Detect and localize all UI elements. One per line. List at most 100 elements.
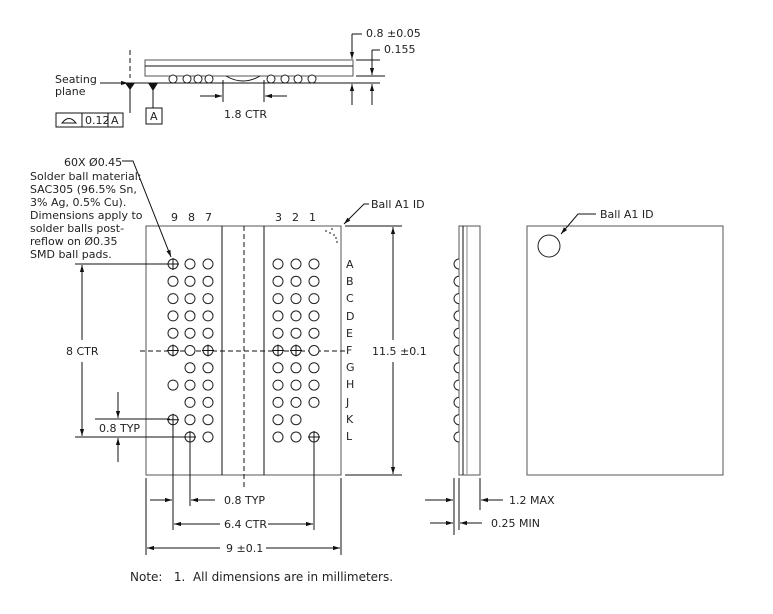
- bottom-a1-label: Ball A1 ID: [371, 198, 425, 211]
- solder-ball-a3: [272, 258, 284, 270]
- solder-ball-h3: [272, 379, 284, 391]
- end-view-ball: [453, 258, 460, 270]
- solder-ball-l3: [272, 431, 284, 443]
- ball-note-line-1: 60X Ø0.45: [64, 156, 122, 169]
- solder-ball-g3: [272, 362, 284, 374]
- ball-note-line-5: Dimensions apply to: [30, 209, 143, 222]
- row-label-j: J: [345, 396, 349, 409]
- end-view-ball: [453, 275, 460, 287]
- flatness-value: 0.12: [85, 114, 110, 127]
- column-label-3: 3: [275, 211, 282, 224]
- max-height-label: 1.2 MAX: [509, 494, 555, 507]
- row-label-d: D: [346, 310, 354, 323]
- width-label: 9 ±0.1: [226, 542, 263, 555]
- min-standoff-label: 0.25 MIN: [491, 517, 540, 530]
- solder-ball-h2: [290, 379, 302, 391]
- ctr-vertical-label: 8 CTR: [66, 345, 99, 358]
- solder-ball-e2: [290, 327, 302, 339]
- solder-ball-c3: [272, 293, 284, 305]
- solder-ball-g2: [290, 362, 302, 374]
- ctr-horizontal-label: 6.4 CTR: [224, 518, 267, 531]
- solder-ball-j2: [290, 396, 302, 408]
- end-view: 1.2 MAX 0.25 MIN: [425, 225, 555, 535]
- row-label-f: F: [346, 344, 352, 357]
- ball-crosshair-mark: [167, 344, 179, 357]
- row-label-a: A: [346, 258, 354, 271]
- solder-ball-j3: [272, 396, 284, 408]
- solder-ball-b3: [272, 275, 284, 287]
- solder-ball-k2: [290, 414, 302, 426]
- datum-triangle-icon: [148, 83, 158, 91]
- row-label-h: H: [346, 378, 354, 391]
- a1-indicator-dot: [537, 234, 561, 258]
- thickness-label: 0.8 ±0.05: [366, 27, 421, 40]
- top-view: Ball A1 ID: [526, 208, 724, 476]
- end-view-ball: [453, 345, 460, 356]
- end-package-body: [458, 225, 481, 476]
- end-view-ball: [453, 414, 460, 426]
- top-package-outline: [526, 225, 724, 476]
- row-label-g: G: [346, 361, 355, 374]
- solder-ball-k7: [202, 414, 214, 426]
- solder-ball-j8: [184, 396, 196, 408]
- solder-ball-a1: [308, 258, 320, 270]
- solder-ball-c9: [167, 293, 179, 305]
- column-label-9: 9: [171, 211, 178, 224]
- ball-note-line-4: 3% Ag, 0.5% Cu).: [30, 196, 126, 209]
- solder-ball-d3: [272, 310, 284, 322]
- solder-ball-e3: [272, 327, 284, 339]
- pitch-vertical-label: 0.8 TYP: [99, 422, 140, 435]
- end-view-ball: [453, 293, 460, 305]
- ball-note-line-6: solder balls post-: [30, 222, 124, 235]
- solder-ball-k8: [184, 414, 196, 426]
- bottom-view: 9 8 7 3 2 1 A B C D E F G H J K L 60X Ø0…: [30, 156, 427, 555]
- solder-ball-h7: [202, 379, 214, 391]
- height-label: 11.5 ±0.1: [372, 345, 427, 358]
- solder-ball-b7: [202, 275, 214, 287]
- solder-ball-k3: [272, 414, 284, 426]
- a1-corner-mark: [325, 228, 338, 243]
- solder-ball-c2: [290, 293, 302, 305]
- solder-ball-g8: [184, 362, 196, 374]
- solder-ball-l7: [202, 431, 214, 443]
- solder-ball-a2: [290, 258, 302, 270]
- end-view-ball: [453, 431, 460, 443]
- solder-ball-c8: [184, 293, 196, 305]
- solder-ball-g1: [308, 362, 320, 374]
- column-label-8: 8: [188, 211, 195, 224]
- profile-surface-icon: [60, 118, 78, 124]
- solder-ball-e9: [167, 327, 179, 339]
- standoff-label: 0.155: [384, 43, 416, 56]
- ball-note-line-7: reflow on Ø0.35: [30, 235, 118, 248]
- end-balls: [453, 258, 460, 443]
- row-label-e: E: [346, 327, 353, 340]
- solder-ball-b1: [308, 275, 320, 287]
- datum-box-label: A: [150, 110, 158, 123]
- side-center-label: 1.8 CTR: [224, 108, 267, 121]
- ball-grid: [167, 258, 320, 443]
- solder-ball-f8: [184, 345, 196, 356]
- solder-ball-l2: [290, 431, 302, 443]
- solder-ball-c7: [202, 293, 214, 305]
- ball-note-line-3: SAC305 (96.5% Sn,: [30, 183, 137, 196]
- side-balls: [168, 74, 317, 84]
- solder-ball-g7: [202, 362, 214, 374]
- column-label-7: 7: [205, 211, 212, 224]
- solder-ball-j1: [308, 396, 320, 408]
- column-label-2: 2: [292, 211, 299, 224]
- datum-box: [145, 107, 163, 125]
- side-package-body: [144, 59, 354, 77]
- row-label-k: K: [346, 413, 354, 426]
- solder-ball-e8: [184, 327, 196, 339]
- ball-note: 60X Ø0.45 Solder ball material: SAC305 (…: [30, 156, 172, 261]
- column-label-1: 1: [309, 211, 316, 224]
- pitch-horizontal-label: 0.8 TYP: [224, 494, 265, 507]
- row-label-l: L: [346, 430, 353, 443]
- dimensions-note: Note: 1. All dimensions are in millimete…: [130, 570, 393, 584]
- end-view-ball: [453, 396, 460, 408]
- solder-ball-h9: [167, 379, 179, 391]
- solder-ball-h8: [184, 379, 196, 391]
